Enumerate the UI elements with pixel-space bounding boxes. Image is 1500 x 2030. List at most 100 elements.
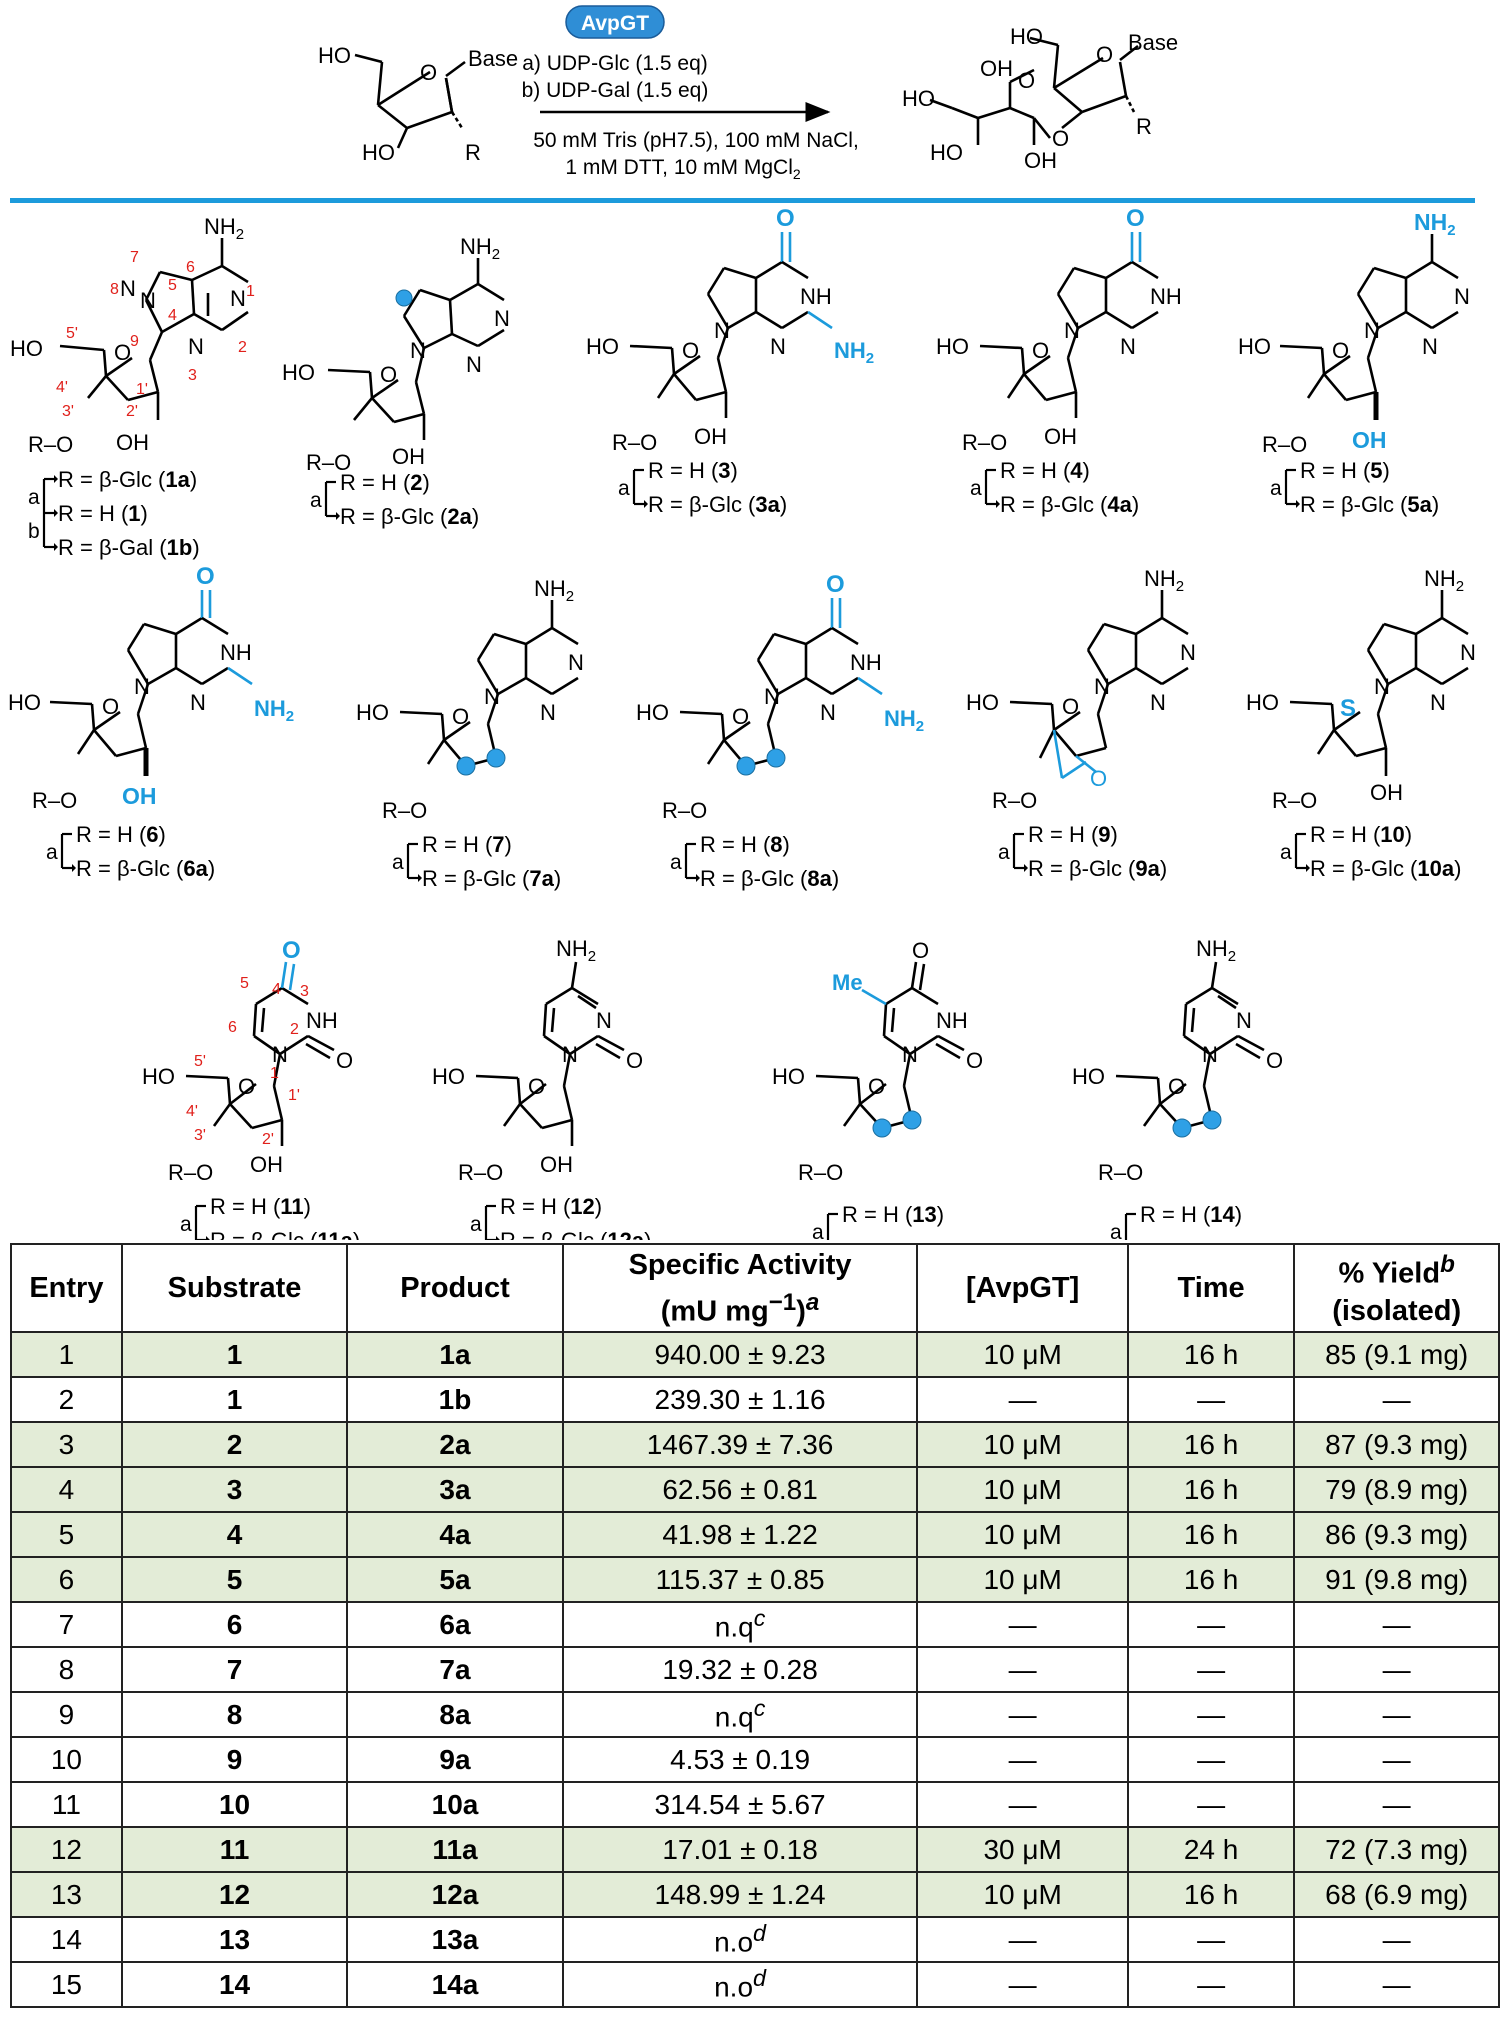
cell-enzyme: —: [916, 1646, 1129, 1693]
n-label: N: [1374, 674, 1390, 699]
compound-4: O O HO R–O OH N NH N: [936, 205, 1182, 455]
cell-activity: 1467.39 ± 7.36: [561, 1421, 919, 1468]
ho-label: HO: [1246, 690, 1279, 715]
bridge-o: O: [1090, 766, 1107, 791]
nh2-label: NH2: [1144, 566, 1184, 595]
cell-time: —: [1126, 1916, 1296, 1963]
atom-number: 9: [130, 333, 139, 350]
n-label: N: [188, 334, 204, 359]
n-label: N: [466, 352, 482, 377]
r-group-label: R = β-Glc (14a): [1140, 1236, 1291, 1240]
atom-number: 1': [136, 381, 148, 398]
cell-activity: 19.32 ± 0.28: [561, 1646, 919, 1693]
atom-number: 3': [62, 403, 74, 420]
ring-o: O: [528, 1074, 545, 1099]
n-label: N: [1202, 1042, 1218, 1067]
reaction-letter: a: [812, 1221, 824, 1240]
nh2-label: NH2: [834, 338, 874, 367]
cell-activity: 314.54 ± 5.67: [561, 1781, 919, 1828]
condition-buffer: 50 mM Tris (pH7.5), 100 mM NaCl,: [533, 129, 859, 152]
oh-label: OH: [392, 444, 425, 469]
ro-label: R–O: [382, 798, 427, 823]
cell-activity: 940.00 ± 9.23: [561, 1331, 919, 1378]
pyranose-o: O: [1018, 68, 1035, 93]
header-product: Product: [346, 1243, 564, 1333]
compound-8: O O HO R–O N NH N NH2: [636, 571, 924, 823]
r-group-label: R = H (10): [1310, 822, 1412, 847]
reactant-r: R: [465, 140, 481, 165]
n-label: N: [1422, 334, 1438, 359]
cell-entry: 7: [10, 1601, 123, 1648]
cell-product: 13a: [346, 1916, 564, 1963]
modification-marker: [486, 748, 506, 768]
n-label: N: [120, 276, 136, 301]
cell-enzyme: —: [916, 1691, 1129, 1738]
product-ho-bottom: HO: [930, 140, 963, 165]
ro-label: R–O: [32, 788, 77, 813]
reaction-letter: b: [28, 520, 40, 543]
cell-substrate: 2: [120, 1421, 349, 1468]
cell-product: 10a: [346, 1781, 564, 1828]
oh-label: OH: [122, 783, 157, 809]
cell-substrate: 4: [120, 1511, 349, 1558]
cell-product: 4a: [346, 1511, 564, 1558]
oh-label: OH: [1352, 427, 1387, 453]
r-group-label: R = β-Glc (7a): [422, 866, 561, 891]
ring-o: O: [238, 1074, 255, 1099]
atom-number: 3: [188, 367, 197, 384]
ro-label: R–O: [798, 1160, 843, 1185]
oh-label: OH: [1044, 424, 1077, 449]
nh-label: NH: [220, 640, 252, 665]
nh2-label: NH2: [556, 936, 596, 965]
atom-number: 4: [168, 307, 177, 324]
cell-entry: 3: [10, 1421, 123, 1468]
cell-activity: n.od: [561, 1961, 919, 2008]
compound-12-label: R = H (12)R = β-Glc (12a)a: [470, 1194, 651, 1240]
cell-enzyme: 30 μM: [916, 1826, 1129, 1873]
cell-yield: —: [1293, 1646, 1500, 1693]
ring-o: O: [420, 60, 437, 85]
compound-6-label: R = H (6)R = β-Glc (6a)a: [46, 822, 215, 881]
compound-2-label: R = H (2)R = β-Glc (2a)a: [310, 470, 479, 529]
header-yield: % Yieldb (isolated): [1293, 1243, 1500, 1333]
ring-o: O: [452, 704, 469, 729]
ring-o: O: [732, 704, 749, 729]
cell-substrate: 9: [120, 1736, 349, 1783]
header-enzyme-concentration: [AvpGT]: [916, 1243, 1129, 1333]
cell-entry: 11: [10, 1781, 123, 1828]
n-label: N: [820, 700, 836, 725]
condition-b: b) UDP-Gal (1.5 eq): [522, 79, 709, 102]
reaction-letter: a: [970, 477, 982, 500]
atom-number: 6: [186, 259, 195, 276]
n-label: N: [562, 1042, 578, 1067]
cell-entry: 5: [10, 1511, 123, 1558]
atom-number: 2: [290, 1021, 299, 1038]
ho-label: HO: [586, 334, 619, 359]
reactant-ho-top: HO: [318, 43, 351, 68]
cell-enzyme: —: [916, 1601, 1129, 1648]
enzyme-badge: [565, 5, 665, 39]
product-glyco-o: O: [1052, 126, 1069, 151]
atom-number: 1: [270, 1065, 279, 1082]
carbonyl-o: O: [776, 205, 795, 232]
cell-substrate: 1: [120, 1376, 349, 1423]
ring-o: O: [682, 338, 699, 363]
cell-product: 9a: [346, 1736, 564, 1783]
n-label: N: [1150, 690, 1166, 715]
nh-label: NH: [306, 1008, 338, 1033]
ring-s: S: [1340, 695, 1356, 722]
compound-3-label: R = H (3)R = β-Glc (3a)a: [618, 458, 787, 517]
header-entry: Entry: [10, 1243, 123, 1333]
reaction-letter: a: [1110, 1221, 1122, 1240]
nh2-label: NH2: [1196, 936, 1236, 965]
modification-marker: [395, 289, 413, 307]
r-group-label: R = β-Glc (9a): [1028, 856, 1167, 881]
ho-label: HO: [1072, 1064, 1105, 1089]
reaction-letter: a: [46, 841, 58, 864]
r-group-label: R = β-Glc (2a): [340, 504, 479, 529]
